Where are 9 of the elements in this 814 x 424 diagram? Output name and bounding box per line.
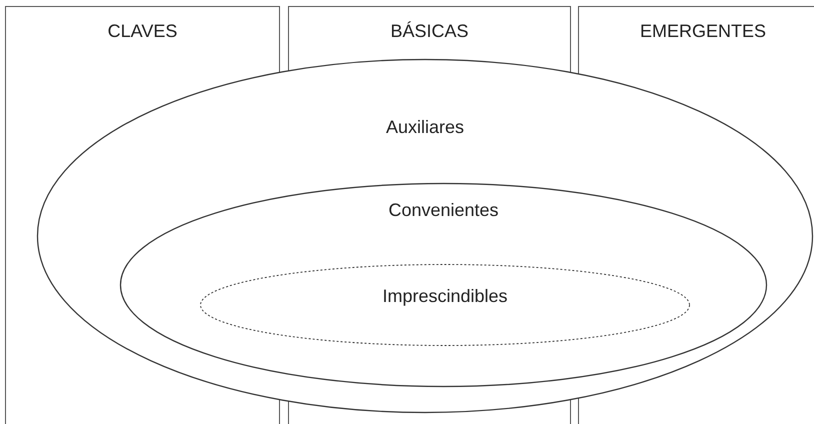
column-panel	[5, 6, 280, 56]
ellipse-label: Imprescindibles	[381, 286, 509, 307]
column-panel	[288, 6, 571, 56]
column-header: BÁSICAS	[389, 21, 470, 42]
column-panel	[578, 6, 814, 56]
ellipse-label: Auxiliares	[384, 117, 466, 138]
column-header: CLAVES	[106, 21, 178, 42]
ellipse-label: Convenientes	[387, 200, 500, 221]
column-header: EMERGENTES	[638, 21, 768, 42]
